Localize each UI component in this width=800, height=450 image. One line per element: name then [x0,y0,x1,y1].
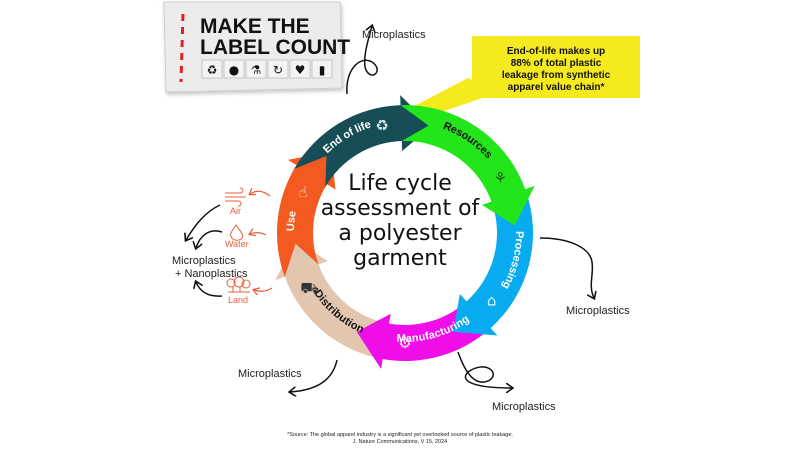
microplastics-bottom-right: Microplastics [492,401,556,413]
stage-arrow-use [276,151,336,277]
care-icon-box [311,59,333,79]
wind-icon [225,187,246,207]
arrow-right [539,237,594,298]
center-title-line: a polyester [338,221,462,246]
seedling-icon: ⚘ [494,169,507,187]
media-label-land: Land [228,295,248,305]
center-title-line: garment [353,246,447,271]
media-cluster: Microplastics + Nanoplastics Air Water L… [172,187,273,305]
stage-arrow-resources [400,105,535,226]
footnote-line1: *Source: The global apparel industry is … [287,432,513,438]
bottle-icon: ▮ [319,63,326,77]
arrow-water-to-microplastics [196,230,223,248]
red-stitch [179,13,185,83]
label-title-line1: MAKE THE [200,15,310,38]
microplastics-right: Microplastics [566,305,630,317]
media-label-water: Water [225,239,249,249]
arrow-top [346,26,378,95]
factory-icon: ⌂ [487,292,497,310]
stage-arrow-distribution [275,240,390,360]
heart-icon: ♥ [295,63,306,77]
care-icon-box [267,59,289,79]
callout-box [472,36,640,98]
callout-line: End-of-life makes up [507,46,605,57]
arrow-air-to-microplastics [186,204,221,240]
callout-line: leakage from synthetic [502,70,611,81]
hand-pointer-icon: ☝ [298,183,307,201]
stage-arrow-end-of-life [294,95,432,187]
care-icon-box [223,59,245,79]
arrow-use-to-land [254,288,273,291]
arrow-use-to-water [250,233,267,235]
callout-line: apparel value chain* [508,82,605,93]
refresh-icon: ↻ [273,63,283,77]
circle-icon: ● [229,63,239,77]
arrow-bottom-right [457,351,512,388]
bottle-pour-icon: ⚗ [251,63,262,77]
care-icon-box [245,59,267,79]
recycle-icon: ♻ [207,63,218,77]
center-title-line: assessment of [321,196,481,221]
callout-line: 88% of total plastic [511,58,602,69]
robot-arm-icon: ⚙ [398,334,411,352]
media-label-air: Air [230,206,241,216]
stage-label-text: Use [285,210,299,231]
care-icon-box [289,59,311,79]
truck-icon: ⛟ [300,279,319,297]
label-title-line2: LABEL COUNT [200,36,350,59]
care-icon-box [201,59,223,79]
microplastics-left-line1: Microplastics [172,255,236,267]
recycle-icon: ♻ [375,116,388,134]
arrow-land-to-microplastics [196,282,223,297]
microplastics-bottom-left: Microplastics [238,368,302,380]
arrow-use-to-air [250,191,271,197]
arrow-bottom-left [290,359,338,392]
callout-text: End-of-life makes up 88% of total plasti… [502,46,611,93]
stage-arrow-processing [453,189,533,336]
nanoplastics-left-line2: + Nanoplastics [175,268,248,280]
stage-label: Use [285,210,299,231]
trees-icon [226,276,251,293]
footnote-line2: J. Nature Communications, V 15, 2024 [353,439,447,445]
microplastics-top: Microplastics [362,29,426,41]
center-title-line: Life cycle [348,171,452,196]
water-drop-icon [230,224,244,241]
center-title: Life cycle assessment of a polyester gar… [321,171,481,271]
care-icons-row: ♻ ● ⚗ ↻ ♥ ▮ [201,59,333,79]
